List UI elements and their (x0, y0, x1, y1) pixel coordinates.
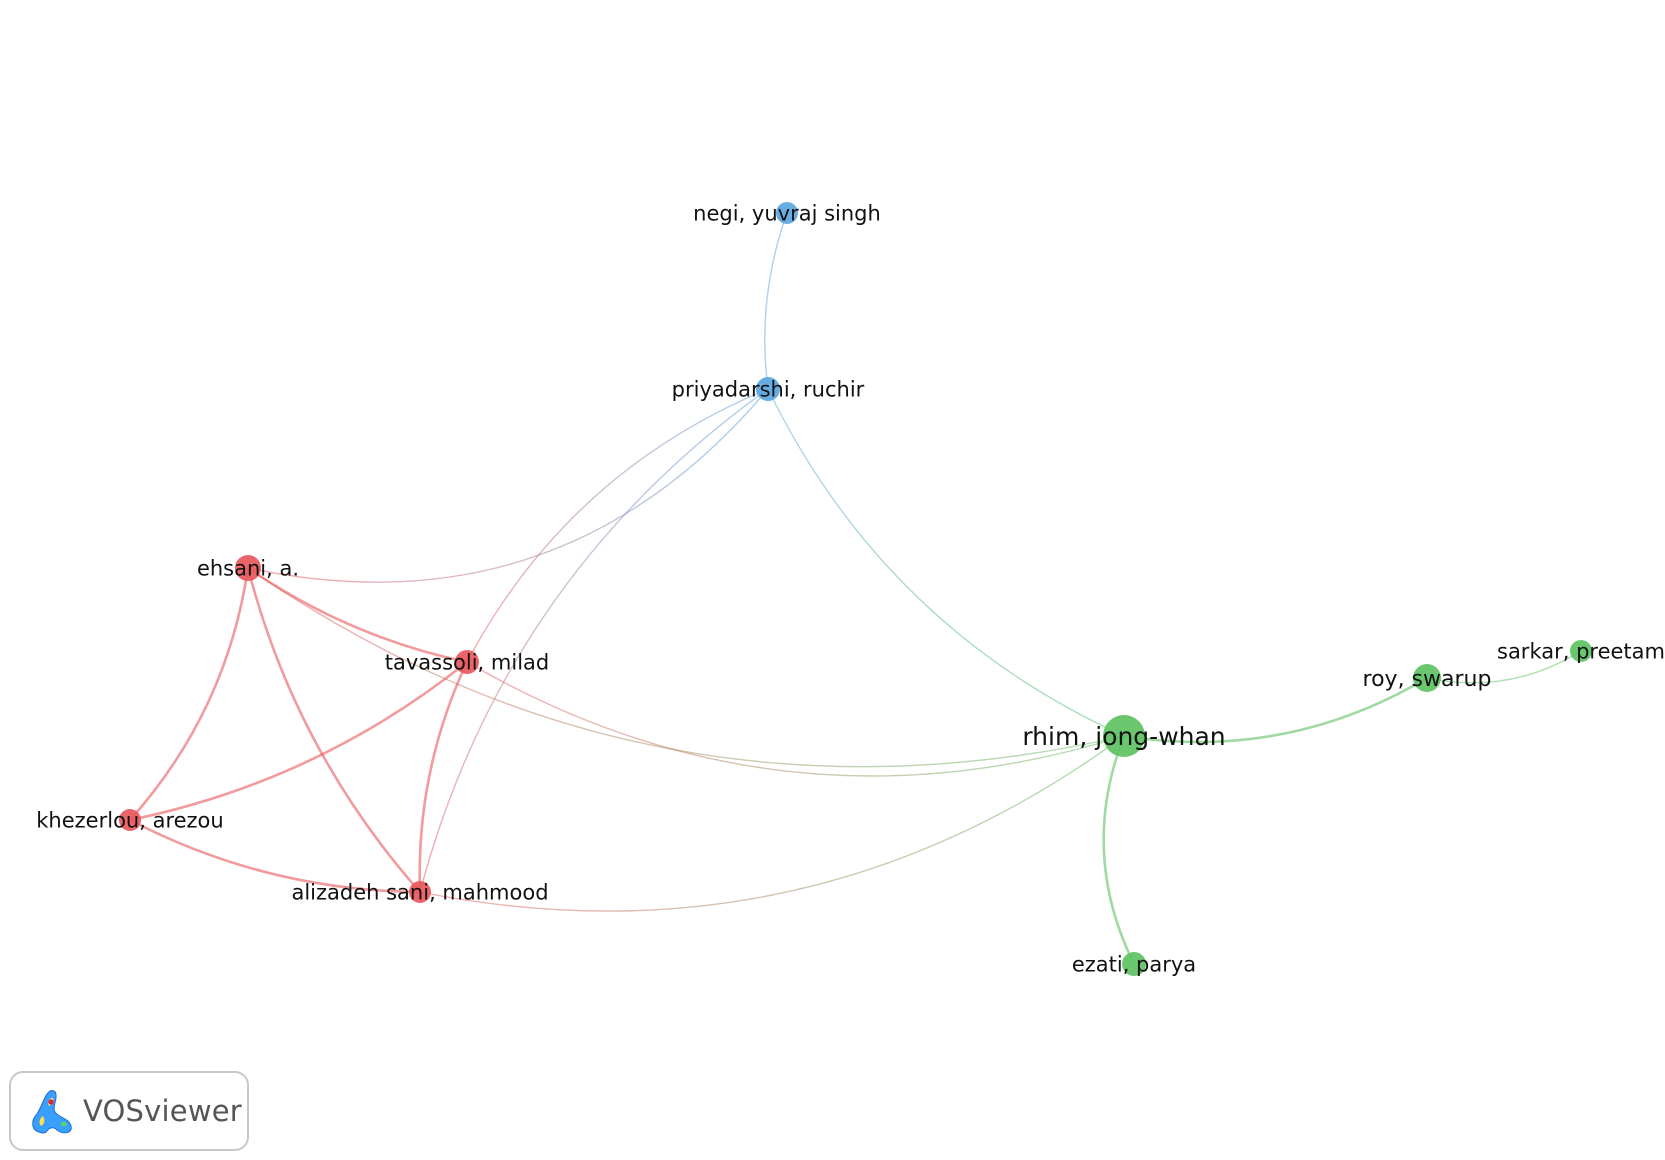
link-priyadarshi-tavassoli (466, 388, 769, 663)
node-label-sarkar[interactable]: sarkar, preetam (1497, 640, 1665, 664)
node-label-roy[interactable]: roy, swarup (1363, 667, 1492, 692)
node-label-khezerlou[interactable]: khezerlou, arezou (36, 809, 223, 833)
node-alizadeh[interactable] (409, 881, 431, 903)
node-rhim[interactable] (1103, 715, 1145, 757)
brand-name: VOSviewer (83, 1094, 242, 1128)
labels-layer: negi, yuvraj singh priyadarshi, ruchir ehs… (36, 202, 1665, 977)
link-priyadarshi-rhim (767, 388, 1125, 737)
node-sarkar[interactable] (1570, 640, 1592, 662)
node-roy[interactable] (1413, 664, 1441, 692)
link-rhim-ezati (1102, 735, 1136, 965)
links-layer (129, 212, 1582, 965)
link-negi-priyadarshi (764, 212, 788, 390)
node-label-rhim[interactable]: rhim, jong-whan (1022, 722, 1225, 751)
nodes-layer (119, 202, 1592, 976)
link-roy-sarkar (1426, 650, 1582, 684)
link-ehsani-tavassoli (247, 566, 468, 664)
node-tavassoli[interactable] (455, 650, 479, 674)
node-label-ezati[interactable]: ezati, parya (1072, 953, 1196, 977)
node-label-ehsani[interactable]: ehsani, a. (197, 557, 299, 581)
node-ezati[interactable] (1122, 952, 1146, 976)
link-ehsani-alizadeh (246, 567, 421, 893)
link-tavassoli-khezerlou (129, 660, 468, 822)
vosviewer-logo-icon (32, 1090, 72, 1134)
node-label-priyadarshi[interactable]: priyadarshi, ruchir (672, 378, 865, 402)
node-priyadarshi[interactable] (756, 377, 780, 401)
link-khezerlou-alizadeh (129, 818, 421, 894)
node-label-tavassoli[interactable]: tavassoli, milad (385, 651, 549, 675)
link-ehsani-khezerlou (129, 567, 250, 821)
link-tavassoli-alizadeh (418, 661, 469, 893)
node-label-negi[interactable]: negi, yuvraj singh (693, 202, 881, 226)
link-priyadarshi-alizadeh (419, 388, 769, 893)
link-tavassoli-rhim (466, 661, 1125, 777)
link-alizadeh-rhim (419, 735, 1125, 912)
link-rhim-roy (1123, 676, 1428, 744)
link-ehsani-rhim (247, 567, 1125, 768)
node-ehsani[interactable] (235, 555, 261, 581)
vosviewer-badge[interactable]: VOSviewer (9, 1071, 249, 1151)
node-label-alizadeh[interactable]: alizadeh sani, mahmood (291, 881, 548, 905)
link-priyadarshi-ehsani (247, 388, 769, 583)
node-khezerlou[interactable] (119, 809, 141, 831)
node-negi[interactable] (776, 202, 798, 224)
